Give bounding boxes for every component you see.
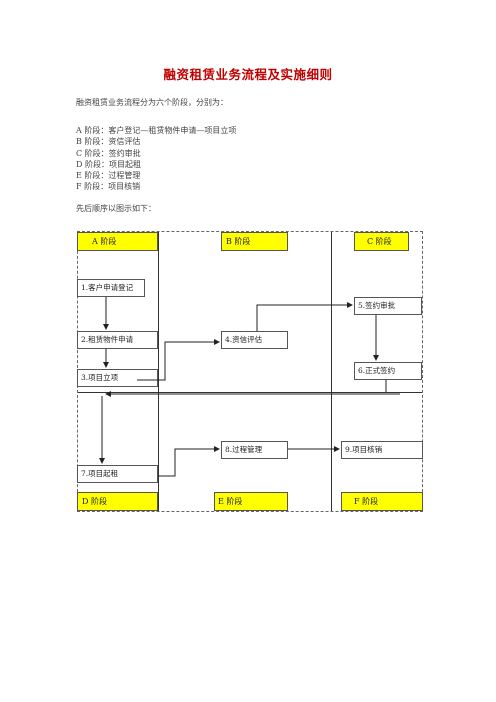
stage-tag-e: E 阶段 (214, 492, 288, 511)
step-project-approval: 3.项目立项 (77, 369, 158, 387)
step-formal-signing: 6.正式签约 (354, 362, 422, 380)
phase-item-a: A 阶段：客户登记—租赁物件申请—项目立项 (76, 126, 237, 135)
step-lease-commencement: 7.项目起租 (77, 465, 158, 483)
row-divider (78, 392, 422, 393)
step-credit-assessment: 4.资信评估 (221, 331, 288, 349)
column-divider-bc (331, 232, 332, 511)
phase-list: A 阶段：客户登记—租赁物件申请—项目立项 B 阶段：资信评估 C 阶段：签约审… (76, 125, 236, 193)
step-process-management: 8.过程管理 (221, 441, 288, 459)
step-contract-review: 5.签约审批 (354, 297, 422, 315)
phase-item-d: D 阶段：项目起租 (76, 159, 141, 169)
intro-text: 融资租赁业务流程分为六个阶段，分别为： (76, 98, 228, 107)
stage-tag-a: A 阶段 (77, 232, 158, 251)
phase-item-c: C 阶段：签约审批 (76, 148, 141, 158)
phase-item-e: E 阶段：过程管理 (76, 171, 141, 181)
stage-tag-f: F 阶段 (341, 492, 423, 511)
step-customer-registration: 1.客户申请登记 (77, 279, 145, 297)
column-divider-ab (158, 232, 159, 511)
document-title: 融资租赁业务流程及实施细则 (163, 67, 333, 82)
step-project-closure: 9.项目核销 (341, 441, 423, 459)
phase-item-b: B 阶段：资信评估 (76, 137, 141, 147)
phase-item-f: F 阶段：项目核销 (76, 182, 141, 192)
stage-tag-b: B 阶段 (221, 232, 288, 251)
step-lease-application: 2.租赁物件申请 (77, 331, 158, 349)
stage-tag-c: C 阶段 (354, 232, 409, 251)
order-text: 先后顺序以图示如下： (76, 204, 156, 213)
stage-tag-d: D 阶段 (77, 492, 158, 511)
